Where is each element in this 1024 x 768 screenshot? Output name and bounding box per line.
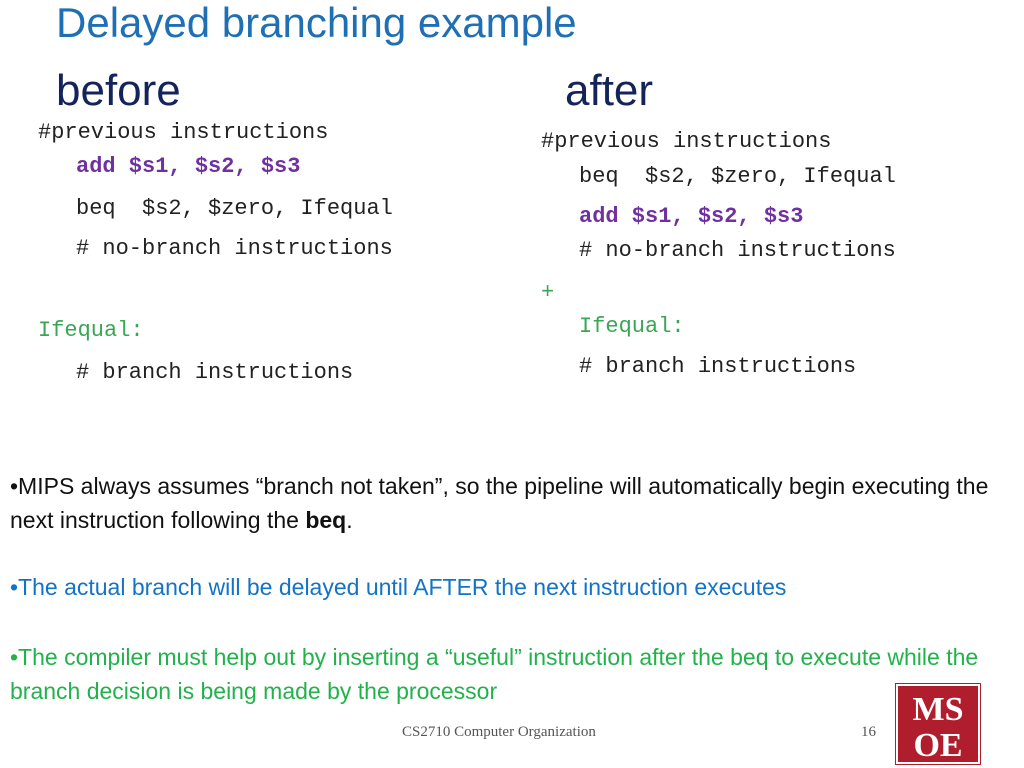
bullet-branch-not-taken: •MIPS always assumes “branch not taken”,… (10, 469, 1010, 537)
before-add-instruction: add $s1, $s2, $s3 (76, 154, 301, 179)
bullet-1-period: . (346, 507, 353, 533)
before-heading: before (56, 66, 181, 115)
after-beq-instruction: beq $s2, $zero, Ifequal (579, 164, 896, 189)
before-branch-comment: # branch instructions (76, 360, 354, 385)
msoe-logo: MS OE (895, 683, 981, 765)
svg-text:OE: OE (913, 727, 962, 762)
after-plus-sign: + (541, 280, 555, 305)
bullet-1-text: •MIPS always assumes “branch not taken”,… (10, 473, 989, 533)
after-no-branch-comment: # no-branch instructions (579, 238, 896, 263)
after-ifequal-label: Ifequal: (579, 314, 685, 339)
footer-course: CS2710 Computer Organization (402, 724, 596, 740)
after-previous-instructions: #previous instructions (541, 129, 832, 154)
after-branch-comment: # branch instructions (579, 354, 857, 379)
before-beq-instruction: beq $s2, $zero, Ifequal (76, 196, 393, 221)
slide-title: Delayed branching example (56, 0, 577, 46)
footer-page-number: 16 (861, 724, 876, 740)
before-previous-instructions: #previous instructions (38, 120, 329, 145)
after-heading: after (565, 66, 654, 115)
bullet-compiler-help: •The compiler must help out by inserting… (10, 644, 979, 704)
msoe-logo-mark: MS OE (898, 686, 978, 764)
bullet-1-beq-bold: beq (305, 507, 347, 533)
before-ifequal-label: Ifequal: (38, 318, 144, 343)
before-no-branch-comment: # no-branch instructions (76, 236, 393, 261)
svg-text:MS: MS (913, 691, 964, 728)
after-add-instruction: add $s1, $s2, $s3 (579, 204, 804, 229)
bullet-branch-delayed: •The actual branch will be delayed until… (10, 574, 787, 600)
